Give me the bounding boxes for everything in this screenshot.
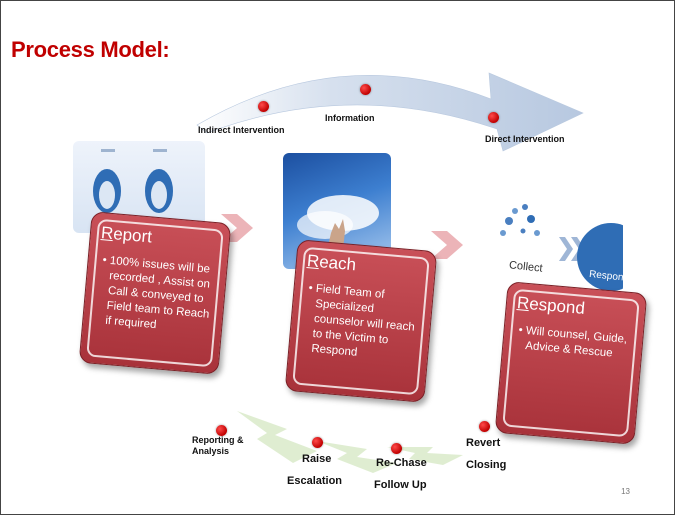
reporting-analysis-label: Reporting & Analysis xyxy=(192,435,244,456)
direct-intervention-label: Direct Intervention xyxy=(485,134,565,144)
rechase-label: Re-Chase xyxy=(376,457,427,469)
raise-dot xyxy=(312,437,323,448)
followup-label: Follow Up xyxy=(374,479,427,491)
reach-card: Reach • Field Team of Specialized counse… xyxy=(284,239,438,403)
indirect-intervention-dot xyxy=(258,101,269,112)
revert-label: Revert xyxy=(466,437,501,449)
chevron-right-icon xyxy=(431,231,463,259)
escalation-label: Escalation xyxy=(287,475,343,487)
indirect-intervention-label: Indirect Intervention xyxy=(198,125,285,135)
information-dot xyxy=(360,84,371,95)
escalation-flow-arrow xyxy=(237,411,463,473)
rechase-dot xyxy=(391,443,402,454)
page-title: Process Model: xyxy=(11,37,170,62)
closing-label: Closing xyxy=(466,459,507,471)
information-label: Information xyxy=(325,113,375,123)
reach-text: • Field Team of Specialized counselor wi… xyxy=(308,282,416,359)
reach-heading: Reach xyxy=(306,251,357,275)
revert-dot xyxy=(479,421,490,432)
respond-photo: Collect Respond xyxy=(493,197,623,293)
respond-card: Respond • Will counsel, Guide, Advice & … xyxy=(494,281,648,445)
direct-intervention-dot xyxy=(488,112,499,123)
report-card: Report • 100% issues will be recorded , … xyxy=(78,211,232,375)
report-text: • 100% issues will be recorded , Assist … xyxy=(102,254,211,332)
raise-label: Raise xyxy=(302,453,332,465)
page-number: 13 xyxy=(621,487,630,496)
reporting-dot xyxy=(216,425,227,436)
